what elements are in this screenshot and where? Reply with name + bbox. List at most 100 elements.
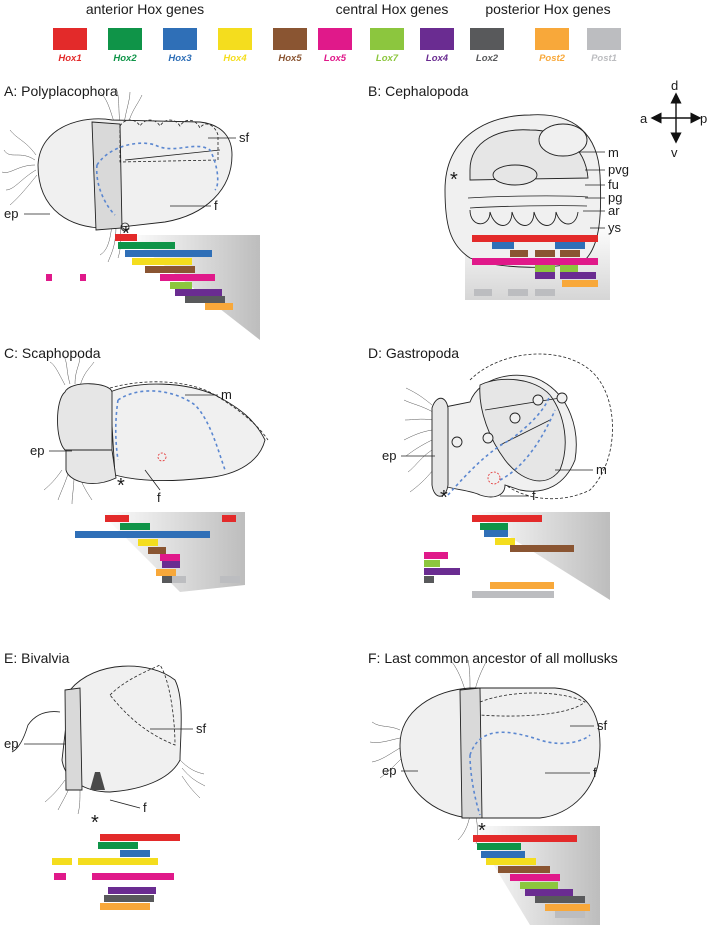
larva-body [61,665,182,793]
legend-swatch-lox7 [370,28,404,50]
expression-bar-lox4 [108,887,156,894]
panel-d-gastropoda: D: Gastropoda ep m f * [368,345,613,598]
expression-bar-hox3 [492,242,514,249]
nerve-cord [95,142,219,216]
expression-bar-hox1 [472,515,542,522]
legend-label-post1: Post1 [591,53,617,64]
axis-posterior: p [700,111,707,126]
expression-bar-hox5 [145,266,195,273]
expression-bar-lox7 [424,560,440,567]
expression-bar-hox1 [115,234,137,241]
legend-swatch-hox4 [218,28,252,50]
label-f: f [157,490,161,505]
legend-label-post2: Post2 [539,53,566,64]
blastopore-marker: * [478,820,486,842]
expression-bar-post1 [535,289,555,296]
label-m: m [596,462,607,477]
expression-bar-lox7 [535,265,555,272]
axis-anterior: a [640,111,648,126]
expression-bar-lox5 [510,874,560,881]
nerve-cord [114,390,226,471]
label-sf: sf [239,130,250,145]
expression-bar-lox4 [175,289,222,296]
label-ep: ep [4,736,18,751]
panel-title: D: Gastropoda [368,345,459,361]
panel-title: C: Scaphopoda [4,345,101,361]
label-f: f [593,765,597,780]
apical-cilia [1,129,38,206]
trochophore-body [399,687,601,819]
velar-lobe [431,397,449,497]
legend-swatch-hox2 [108,28,142,50]
trochophore-body [37,118,233,229]
panel-title: A: Polyplacophora [4,83,118,99]
label-sf: sf [196,721,207,736]
label-fu: fu [608,177,619,192]
axis-dorsal: d [671,78,678,93]
legend-label-lox7: Lox7 [376,53,399,64]
legend-group-title: posterior Hox genes [485,1,610,17]
expression-bar-post2 [156,569,176,576]
legend-label-hox5: Hox5 [278,53,302,64]
expression-bar-hox5 [510,545,574,552]
expression-bar-hox4 [132,258,192,265]
panel-e-bivalvia: E: Bivalvia sf ep f * [4,650,207,910]
legend-label-hox2: Hox2 [113,53,137,64]
legend-label-lox2: Lox2 [476,53,499,64]
legend-label-hox3: Hox3 [168,53,192,64]
expression-bar-lox5 [160,554,180,561]
panel-c-scaphopoda: C: Scaphopoda m ep f * [4,345,269,583]
legend-group-title: central Hox genes [336,1,449,17]
expression-bar-hox4 [78,858,158,865]
expression-bar-post1 [172,576,186,583]
anterior-lobe-lower [65,449,117,484]
label-f: f [143,800,147,815]
expression-bar-hox1 [472,235,598,242]
legend-label-lox4: Lox4 [426,53,449,64]
shell-fields [119,119,219,163]
blastopore-marker: * [440,487,448,509]
label-m: m [221,387,232,402]
panel-title: F: Last common ancestor of all mollusks [368,650,618,666]
expression-bar-lox5 [160,274,215,281]
legend-swatch-hox5 [273,28,307,50]
label-f: f [214,198,218,213]
mantle [538,123,588,157]
legend-swatch-hox1 [53,28,87,50]
expression-bar-lox2 [424,576,434,583]
arms [469,209,579,226]
expression-bar-hox5 [560,250,580,257]
expression-bar-lox5 [54,873,66,880]
label-sf: sf [597,718,608,733]
legend-swatch-hox3 [163,28,197,50]
expression-bar-hox3 [555,242,585,249]
expression-bar-hox5 [535,250,555,257]
label-f: f [532,488,536,503]
panel-a-polyplacophora: A: Polyplacophora sf ep f * [1,83,250,310]
expression-bar-lox2 [535,896,585,903]
expression-bar-hox4 [52,858,72,865]
blastopore-marker: * [91,812,99,834]
label-ep: ep [30,443,44,458]
expression-bar-post2 [205,303,233,310]
legend-group-title: anterior Hox genes [86,1,204,17]
label-ep: ep [382,763,396,778]
expression-bar-hox4 [486,858,536,865]
expression-bar-hox1 [222,515,236,522]
expression-bar-hox3 [484,530,508,537]
expression-bar-hox1 [100,834,180,841]
anterior-lobe-upper [57,383,113,451]
legend-swatch-lox5 [318,28,352,50]
panel-title: B: Cephalopoda [368,83,469,99]
expression-bar-hox2 [120,523,150,530]
legend-swatch-lox2 [470,28,504,50]
expression-bar-post1 [220,576,240,583]
expression-bar-hox3 [125,250,212,257]
label-ep: ep [4,206,18,221]
expression-bar-hox5 [510,250,528,257]
label-ys: ys [608,220,622,235]
expression-bar-post1 [474,289,492,296]
expression-bar-lox7 [560,265,578,272]
blastopore-marker: * [117,475,125,497]
